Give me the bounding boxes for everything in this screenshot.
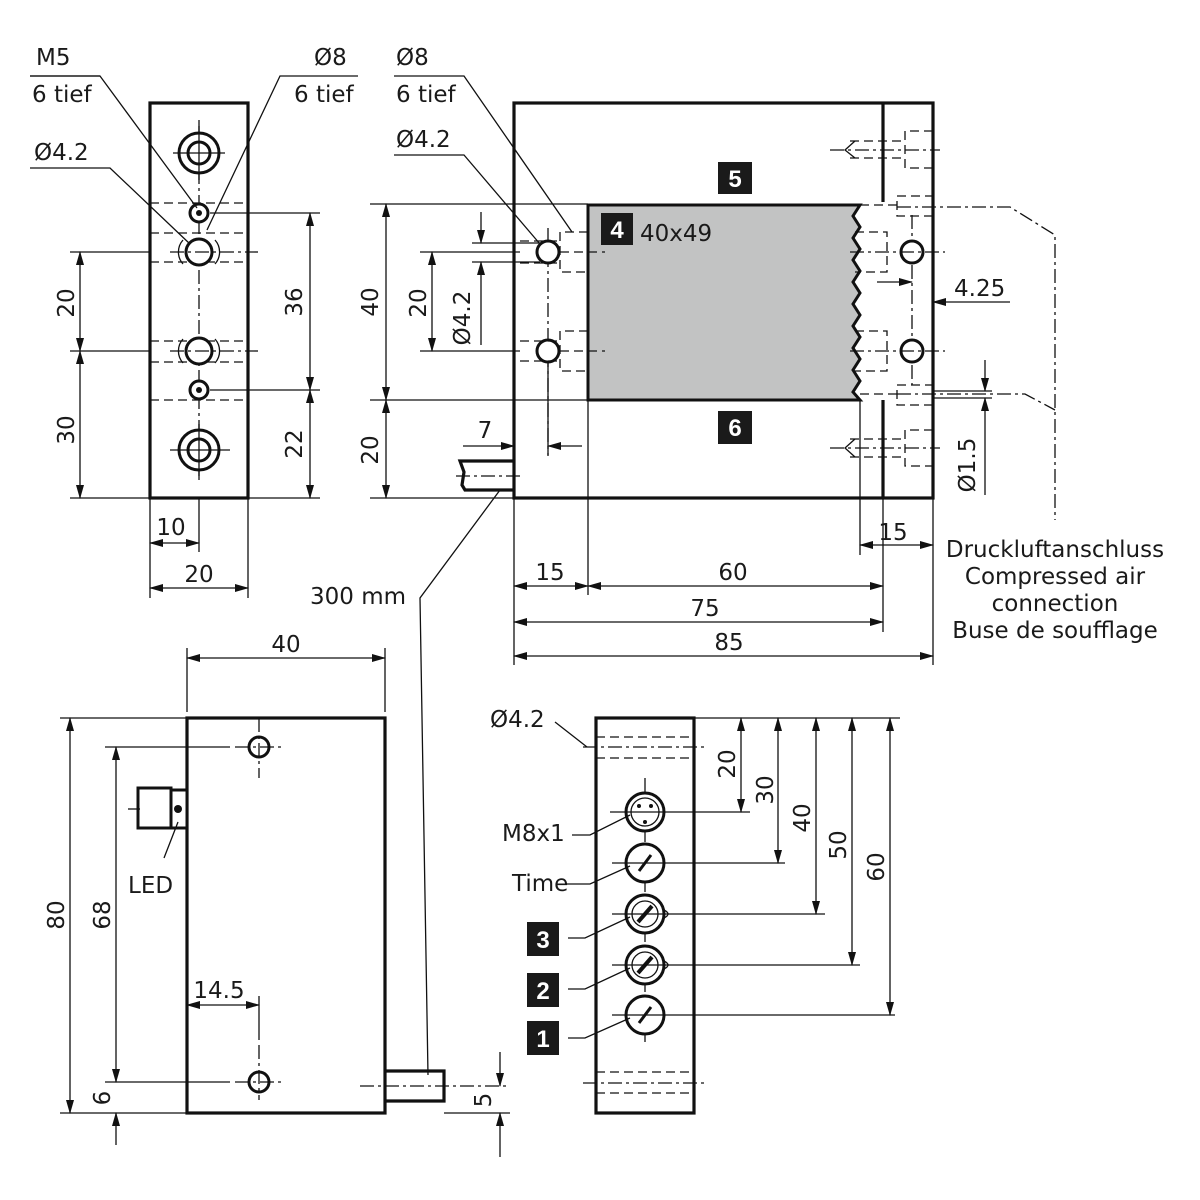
connector-callout-hole-leader xyxy=(554,721,588,748)
badge-3: 3 xyxy=(527,922,559,956)
dim-front-inner-width: 75 xyxy=(690,596,719,622)
side-view: M5 6 tief Ø8 6 tief Ø4.2 20 30 36 22 10 … xyxy=(30,45,358,598)
connector-callout-hole: Ø4.2 xyxy=(490,707,545,733)
svg-text:Buse de soufflage: Buse de soufflage xyxy=(952,618,1158,644)
svg-text:1: 1 xyxy=(536,1026,549,1053)
face-size-label: 40x49 xyxy=(640,221,712,247)
badge-4: 4 xyxy=(601,213,633,245)
dim-back-hole-pitch: 68 xyxy=(90,900,116,929)
svg-text:2: 2 xyxy=(536,978,549,1005)
dim-back-cable-height: 5 xyxy=(471,1093,497,1108)
badge-2: 2 xyxy=(527,973,559,1007)
svg-text:connection: connection xyxy=(992,591,1119,617)
svg-text:Druckluftanschluss: Druckluftanschluss xyxy=(946,537,1164,563)
hidden-bolt-lower xyxy=(830,429,940,467)
front-callout-d8-depth: 6 tief xyxy=(396,82,457,108)
m5-thread-hole-bottom xyxy=(188,379,320,401)
svg-text:5: 5 xyxy=(728,166,741,193)
connector-callout-time: Time xyxy=(511,871,568,897)
dim-front-face-width: 60 xyxy=(718,560,747,586)
back-view: LED 40 80 68 6 14.5 5 xyxy=(44,632,510,1157)
dim-front-hole-pitch: 20 xyxy=(406,288,432,317)
badge-5: 5 xyxy=(718,162,752,194)
led-leader xyxy=(163,821,179,859)
led-connector xyxy=(128,786,189,830)
front-callout-d8: Ø8 xyxy=(396,45,429,71)
callout-d42: Ø4.2 xyxy=(34,140,89,166)
through-hole-upper xyxy=(170,237,258,267)
dim-back-hole-offset: 14.5 xyxy=(193,978,244,1004)
dim-side-lower-left: 30 xyxy=(54,415,80,444)
callout-m5: M5 xyxy=(36,45,70,71)
led-label: LED xyxy=(128,873,173,899)
dim-front-right-strip: 15 xyxy=(878,520,907,546)
dim-front-cable-offset: 7 xyxy=(478,418,493,444)
counterbore-hole-bottom xyxy=(170,424,230,476)
dim-connector-40: 40 xyxy=(790,803,816,832)
air-connection-label: Druckluftanschluss Compressed air connec… xyxy=(946,537,1164,644)
front-hole-upper xyxy=(520,231,605,273)
dim-front-face-height: 40 xyxy=(358,287,384,316)
back-hole-bottom xyxy=(235,1045,285,1100)
dim-side-width: 20 xyxy=(184,562,213,588)
dim-front-nozzle-dia: Ø1.5 xyxy=(955,438,981,493)
svg-text:4: 4 xyxy=(610,217,624,244)
dim-front-total-width: 85 xyxy=(714,630,743,656)
counterbore-hole-top xyxy=(173,126,225,180)
badge-1: 1 xyxy=(527,1021,559,1055)
m8-connector-icon xyxy=(610,791,750,833)
cable-leader xyxy=(419,489,501,1076)
dim-connector-20: 20 xyxy=(715,749,741,778)
hidden-bolt-upper xyxy=(830,130,940,169)
dim-front-left-margin: 15 xyxy=(535,560,564,586)
cable-stub xyxy=(456,459,522,492)
connector-callout-m8: M8x1 xyxy=(502,821,565,847)
dim-side-lower-right: 22 xyxy=(282,429,308,458)
front-view: 5 4 40x49 6 xyxy=(310,45,1164,1076)
potentiometer-3-icon xyxy=(612,893,825,935)
dim-front-hole-dia: Ø4.2 xyxy=(450,291,476,346)
callout-m5-depth: 6 tief xyxy=(32,82,93,108)
dim-back-height: 80 xyxy=(44,900,70,929)
callout-d8-depth: 6 tief xyxy=(294,82,355,108)
callout-d8: Ø8 xyxy=(314,45,347,71)
dim-back-bottom-hole: 6 xyxy=(90,1091,116,1106)
svg-text:3: 3 xyxy=(536,927,549,954)
back-hole-top xyxy=(235,718,285,778)
dim-front-right-offset: 4.25 xyxy=(954,276,1005,302)
back-view-body xyxy=(185,716,387,1115)
dim-side-half-width: 10 xyxy=(156,515,185,541)
air-nozzle-upper xyxy=(860,195,1056,520)
dim-back-width: 40 xyxy=(271,632,300,658)
dim-front-bottom-height: 20 xyxy=(358,435,384,464)
front-hole-right-lower xyxy=(850,330,945,372)
potentiometer-1-icon xyxy=(612,994,895,1036)
m5-thread-hole-top xyxy=(188,202,320,224)
through-hole-lower xyxy=(170,336,258,366)
svg-text:Compressed air: Compressed air xyxy=(965,564,1146,590)
potentiometer-2-icon xyxy=(612,944,860,986)
front-callout-d42: Ø4.2 xyxy=(396,127,451,153)
back-cable xyxy=(360,1069,510,1103)
dim-side-upper-right: 36 xyxy=(282,287,308,316)
dim-connector-50: 50 xyxy=(826,830,852,859)
air-nozzle-lower xyxy=(860,384,1056,411)
svg-text:6: 6 xyxy=(728,415,741,442)
dim-connector-60: 60 xyxy=(864,852,890,881)
connector-view: Ø4.2 xyxy=(490,707,900,1115)
time-potentiometer-icon xyxy=(612,842,785,884)
connector-view-body xyxy=(594,716,696,1115)
dim-connector-30: 30 xyxy=(753,775,779,804)
badge-6: 6 xyxy=(718,411,752,444)
dim-side-upper-left: 20 xyxy=(54,288,80,317)
front-hole-right-upper xyxy=(850,231,945,273)
cable-length: 300 mm xyxy=(310,584,406,610)
